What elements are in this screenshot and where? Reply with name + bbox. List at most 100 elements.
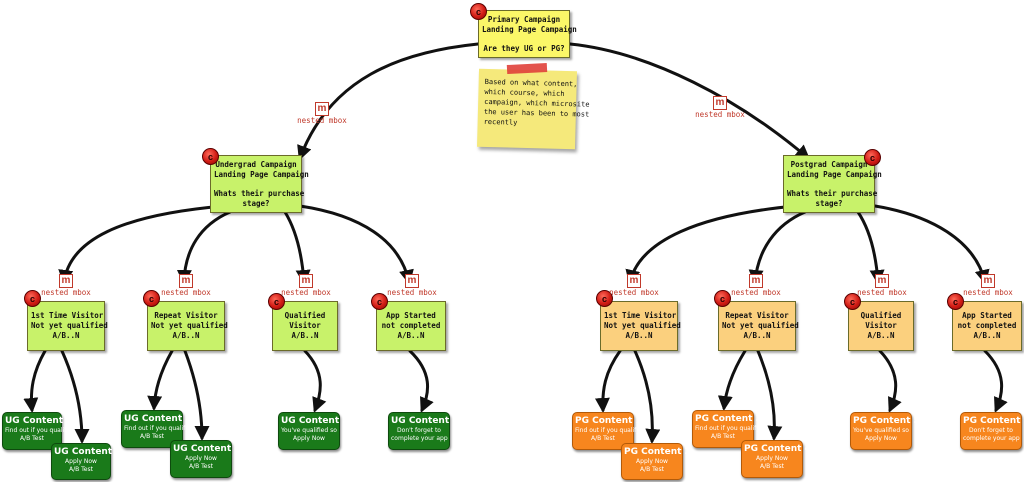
pin-icon: c	[371, 293, 388, 310]
mbox-icon: m	[405, 274, 419, 288]
arrow-ug-first-to-content-1	[23, 349, 47, 413]
note-line: Whats their purchase	[214, 188, 305, 198]
arrow-pg-first-to-content-1	[594, 349, 622, 413]
content-line: Apply Now	[293, 434, 325, 442]
mbox-label: nested mbox	[857, 288, 907, 297]
content-title: UG Content 2	[54, 447, 122, 457]
content-line: Don't forget to	[969, 427, 1013, 434]
content-title: UG Content 3	[124, 414, 192, 424]
nested-mbox-stage: m nested mbox	[156, 268, 216, 297]
content-line: A/B Test	[189, 462, 213, 470]
content-line: A/B Test	[640, 465, 664, 473]
content-line: A/B Test	[711, 432, 735, 440]
pin-icon: c	[470, 3, 487, 20]
nested-mbox-postgrad: m nested mbox	[690, 90, 750, 119]
mbox-icon: m	[299, 274, 313, 288]
content-title: UG Content 4	[173, 444, 241, 454]
content-box-pg-3: PG Content 3 Find out if you qualify A/B…	[692, 410, 762, 448]
mbox-label: nested mbox	[387, 288, 437, 297]
content-title: PG Content 5	[853, 416, 920, 426]
content-line: Apply Now	[865, 434, 897, 442]
mbox-label: nested mbox	[963, 288, 1013, 297]
content-line: Find out if you qualify	[695, 425, 760, 432]
mbox-icon: m	[749, 274, 763, 288]
arrow-ug-to-repeat	[176, 210, 232, 285]
arrow-pg-app-to-content-6	[983, 349, 1008, 413]
content-line: Don't forget to	[397, 427, 441, 434]
arrow-pg-qualified-to-content-5	[878, 349, 902, 413]
content-line: You've qualified so	[281, 427, 337, 434]
content-title: UG Content 6	[391, 416, 459, 426]
stage-note-ug-repeat: Repeat Visitor Not yet qualified A/B..N	[147, 301, 228, 351]
content-box-pg-1: PG Content 1 Find out if you qualify A/B…	[572, 412, 642, 450]
note-line: Landing Page Campaign	[214, 169, 309, 179]
note-line: Not yet qualified	[722, 321, 799, 330]
arrow-ug-repeat-to-content-4	[183, 349, 210, 441]
content-line: complete your app	[391, 434, 448, 442]
content-box-ug-5: UG Content 5 You've qualified so Apply N…	[278, 412, 349, 450]
content-line: Find out if you qualify	[124, 425, 189, 432]
note-line: Not yet qualified	[604, 321, 681, 330]
pin-icon: c	[947, 293, 964, 310]
postgrad-campaign-note: Postgrad Campaign Landing Page Campaign …	[783, 155, 882, 213]
pin-icon: c	[714, 290, 731, 307]
mbox-icon: m	[875, 274, 889, 288]
nested-mbox-undergrad: m nested mbox	[292, 96, 352, 125]
note-line: Not yet qualified	[151, 321, 228, 330]
note-line: A/B..N	[867, 331, 895, 340]
arrow-ug-app-to-content-6	[408, 349, 434, 413]
stage-note-pg-app-started: App Started not completed A/B..N	[952, 301, 1022, 351]
note-line: Repeat Visitor	[154, 311, 218, 320]
note-line: Undergrad Campaign	[215, 159, 297, 169]
note-line: A/B..N	[291, 331, 319, 340]
content-title: PG Content 2	[624, 447, 691, 457]
content-line: Apply Now	[185, 455, 217, 462]
content-title: PG Content 6	[963, 416, 1024, 426]
nested-mbox-stage: m nested mbox	[726, 268, 786, 297]
content-title: UG Content 1	[5, 416, 73, 426]
content-line: A/B Test	[69, 465, 93, 473]
arrow-pg-to-repeat	[748, 210, 807, 285]
content-box-ug-4: UG Content 4 Apply Now A/B Test	[170, 440, 241, 478]
nested-mbox-stage: m nested mbox	[852, 268, 912, 297]
mbox-icon: m	[59, 274, 73, 288]
content-line: You've qualified so	[853, 427, 909, 434]
content-line: complete your app	[963, 434, 1020, 442]
mbox-label: nested mbox	[41, 288, 91, 297]
mbox-icon: m	[713, 96, 727, 110]
root-note: Primary Campaign Landing Page Campaign A…	[478, 10, 577, 58]
nested-mbox-stage: m nested mbox	[382, 268, 442, 297]
content-line: Find out if you qualify	[575, 427, 640, 434]
pin-icon: c	[864, 149, 881, 166]
content-line: A/B Test	[591, 434, 615, 442]
note-line: stage?	[242, 198, 270, 208]
arrow-ug-to-app-started	[298, 204, 414, 285]
note-line: Qualified	[284, 311, 326, 320]
arrow-pg-first-to-content-2	[633, 349, 661, 444]
mbox-icon: m	[179, 274, 193, 288]
content-title: PG Content 4	[744, 444, 811, 454]
note-line: A/B..N	[973, 331, 1001, 340]
mbox-label: nested mbox	[281, 288, 331, 297]
nested-mbox-stage: m nested mbox	[604, 268, 664, 297]
note-line: Visitor	[289, 321, 321, 330]
note-line: stage?	[815, 198, 843, 208]
note-line: 1st Time Visitor	[604, 311, 677, 320]
content-line: Find out if you qualify	[5, 427, 70, 434]
note-line: not completed	[381, 321, 441, 330]
content-box-ug-2: UG Content 2 Apply Now A/B Test	[51, 443, 122, 480]
nested-mbox-stage: m nested mbox	[36, 268, 96, 297]
pin-icon: c	[202, 148, 219, 165]
note-line: Repeat Visitor	[725, 311, 789, 320]
content-title: UG Content 5	[281, 416, 349, 426]
note-line: A/B..N	[625, 331, 653, 340]
note-line: Are they UG or PG?	[483, 43, 565, 53]
note-line: Primary Campaign	[487, 14, 561, 24]
mbox-label: nested mbox	[609, 288, 659, 297]
note-line: 1st Time Visitor	[31, 311, 104, 320]
stage-note-pg-first-time: 1st Time Visitor Not yet qualified A/B..…	[600, 301, 681, 351]
note-line: App Started	[962, 311, 1012, 320]
pin-icon: c	[24, 290, 41, 307]
